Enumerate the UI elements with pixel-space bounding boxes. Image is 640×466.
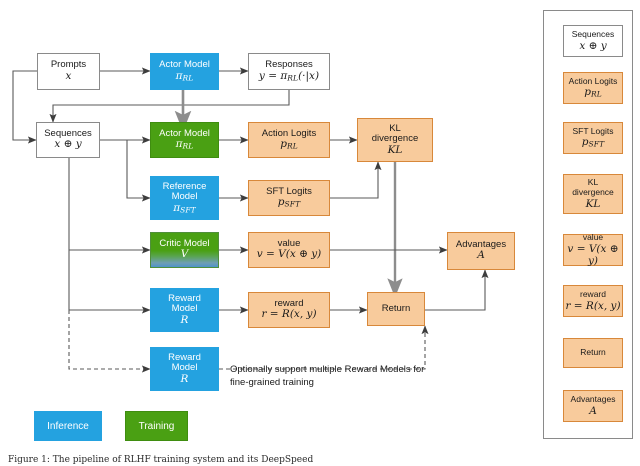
legend-value-label: value <box>582 232 604 243</box>
node-reference-label-1: Reference <box>162 180 207 192</box>
node-critic-formula: V <box>180 248 189 261</box>
legend-item-sft-logits[interactable]: SFT Logits pSFT <box>563 122 623 154</box>
legend-reward-formula: r = R(x, y) <box>565 299 621 312</box>
node-sequences-label: Sequences <box>44 127 92 139</box>
node-sequences-formula: x ⊕ y <box>54 138 82 151</box>
node-reward2-label-2: Model <box>171 362 198 374</box>
node-reward-value[interactable]: reward r = R(x, y) <box>248 292 330 328</box>
node-value-label: value <box>277 237 301 249</box>
node-reward-value-label: reward <box>274 297 304 309</box>
legend-kl-formula: KL <box>585 197 601 210</box>
wire-prompts-to-sequences <box>12 70 37 144</box>
node-advantages-label: Advantages <box>455 238 507 250</box>
legend-item-sequences[interactable]: Sequences x ⊕ y <box>563 25 623 57</box>
multi-reward-note: Optionally support multiple Reward Model… <box>230 364 425 388</box>
node-kl-label-2: divergence <box>371 133 419 145</box>
node-reward1-formula: R <box>180 313 189 326</box>
node-sequences[interactable]: Sequences x ⊕ y <box>36 122 100 158</box>
node-kl-formula: KL <box>387 143 403 156</box>
legend-kl-label-1: KL <box>587 177 599 188</box>
node-value[interactable]: value v = V(x ⊕ y) <box>248 232 330 268</box>
node-responses-label: Responses <box>265 59 313 71</box>
node-advantages-formula: A <box>477 249 485 262</box>
legend-advantages-label: Advantages <box>570 394 616 405</box>
legend-item-value[interactable]: value v = V(x ⊕ y) <box>563 232 623 267</box>
node-actor-training-label: Actor Model <box>159 127 210 139</box>
node-prompts[interactable]: Prompts x <box>37 53 100 90</box>
node-sft-logits[interactable]: SFT Logits pSFT <box>248 180 330 216</box>
wire-sequences-to-reference <box>100 139 151 202</box>
node-return[interactable]: Return <box>367 292 425 326</box>
legend-item-reward[interactable]: reward r = R(x, y) <box>563 285 623 317</box>
legend-value-formula: v = V(x ⊕ y) <box>567 242 619 267</box>
wire-sequences-to-reward2-dashed <box>68 310 151 373</box>
node-actor-training-formula: πRL <box>175 138 194 151</box>
legend-return-label: Return <box>580 347 606 358</box>
node-sft-logits-label: SFT Logits <box>266 185 312 197</box>
node-action-logits-label: Action Logits <box>261 127 317 139</box>
legend-action-logits-formula: pRL <box>584 86 602 99</box>
key-swatch-inference[interactable]: Inference <box>34 411 102 441</box>
key-inference-label: Inference <box>47 420 89 432</box>
node-reward1-label-2: Model <box>171 303 198 315</box>
legend-advantages-formula: A <box>589 404 597 417</box>
legend-kl-label-2: divergence <box>572 186 614 197</box>
wire-responses-to-sequences <box>49 90 290 123</box>
node-actor-model-training[interactable]: Actor Model πRL <box>150 122 219 158</box>
node-actor-inference-formula: πRL <box>175 69 194 83</box>
node-prompts-label: Prompts <box>50 59 87 71</box>
node-critic-model[interactable]: Critic Model V <box>150 232 219 268</box>
node-actor-model-inference[interactable]: Actor Model πRL <box>150 53 219 90</box>
legend-item-advantages[interactable]: Advantages A <box>563 390 623 422</box>
node-value-formula: v = V(x ⊕ y) <box>256 248 322 261</box>
legend-item-return[interactable]: Return <box>563 338 623 368</box>
node-critic-label: Critic Model <box>159 237 210 249</box>
node-responses-formula: y = πRL(·|x) <box>258 69 320 83</box>
node-reference-model[interactable]: Reference Model πSFT <box>150 176 219 220</box>
node-return-label: Return <box>381 302 411 314</box>
legend-sequences-formula: x ⊕ y <box>579 39 607 52</box>
node-reward-model-1[interactable]: Reward Model R <box>150 288 219 332</box>
node-reference-label-2: Model <box>171 191 198 203</box>
node-reward1-label-1: Reward <box>168 292 201 304</box>
node-responses[interactable]: Responses y = πRL(·|x) <box>248 53 330 90</box>
key-swatch-training[interactable]: Training <box>125 411 188 441</box>
node-sft-logits-formula: pSFT <box>277 196 301 209</box>
legend-sft-logits-label: SFT Logits <box>572 125 614 136</box>
node-reward-value-formula: r = R(x, y) <box>261 308 317 321</box>
node-advantages[interactable]: Advantages A <box>447 232 515 270</box>
node-reward2-formula: R <box>180 372 189 385</box>
legend-action-logits-label: Action Logits <box>568 75 618 86</box>
node-prompts-formula: x <box>65 69 72 82</box>
key-training-label: Training <box>138 420 175 432</box>
node-action-logits-formula: pRL <box>280 138 298 151</box>
node-actor-inference-label: Actor Model <box>159 59 210 71</box>
node-kl-label-1: KL <box>389 122 401 134</box>
legend-item-action-logits[interactable]: Action Logits pRL <box>563 72 623 104</box>
wire-reward2-to-return-dashed <box>219 325 429 370</box>
wire-return-to-advantages <box>425 269 489 311</box>
wire-sft-logits-to-kl <box>330 161 382 199</box>
node-reference-formula: πSFT <box>173 201 196 215</box>
node-action-logits[interactable]: Action Logits pRL <box>248 122 330 158</box>
node-reward2-label-1: Reward <box>168 351 201 363</box>
legend-item-kl-divergence[interactable]: KL divergence KL <box>563 174 623 214</box>
node-reward-model-2[interactable]: Reward Model R <box>150 347 219 391</box>
node-kl-divergence[interactable]: KL divergence KL <box>357 118 433 162</box>
figure-caption: Figure 1: The pipeline of RLHF training … <box>8 455 314 465</box>
legend-sft-logits-formula: pSFT <box>581 136 605 149</box>
legend-reward-label: reward <box>580 289 606 300</box>
legend-sequences-label: Sequences <box>571 29 615 40</box>
